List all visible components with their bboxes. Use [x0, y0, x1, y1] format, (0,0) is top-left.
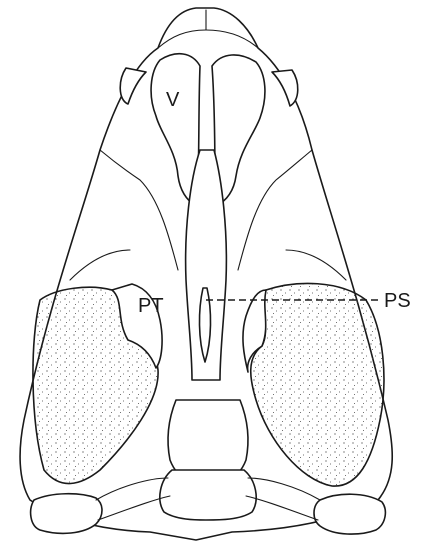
snout-outline: [158, 30, 258, 48]
left-quadrate-ramus: [96, 478, 168, 500]
left-maxilla-line: [70, 250, 130, 280]
right-naris: [272, 70, 298, 106]
right-quadrate: [314, 494, 385, 534]
left-naris: [120, 68, 146, 104]
occipital-region: [160, 470, 256, 520]
right-quadrate-ramus: [248, 478, 320, 500]
left-quadrate: [31, 494, 102, 534]
label-ps: PS: [384, 290, 411, 312]
right-maxilla-line: [286, 250, 346, 280]
label-v: V: [166, 89, 180, 111]
right-vacuity: [251, 283, 384, 486]
left-palatine: [100, 150, 178, 270]
label-pt: PT: [138, 295, 164, 317]
